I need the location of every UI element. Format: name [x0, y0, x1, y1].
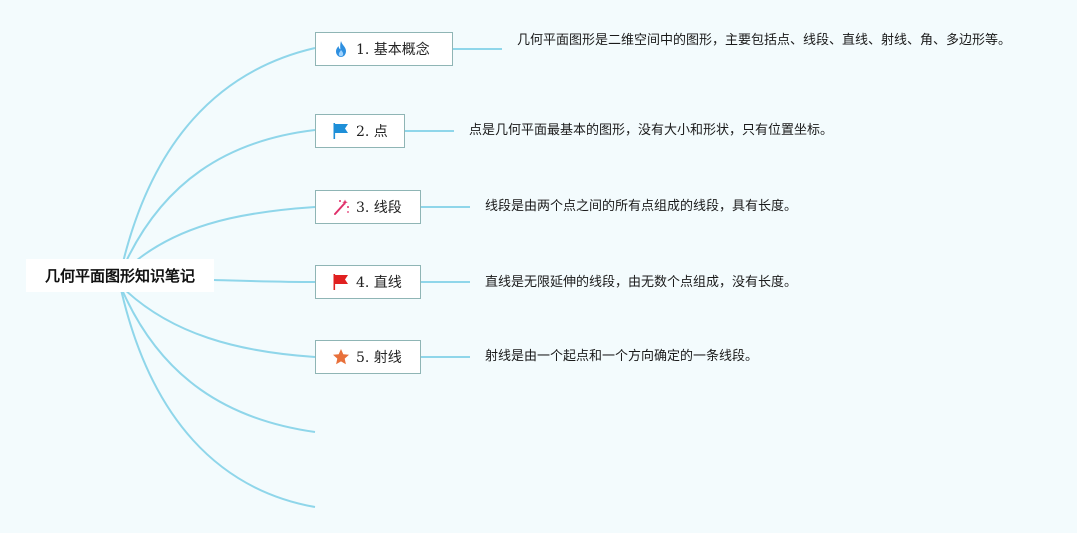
- topic-basic-concept[interactable]: 1. 基本概念: [315, 32, 453, 66]
- note-line-segment: 线段是由两个点之间的所有点组成的线段，具有长度。: [485, 199, 798, 214]
- branch-curve-4: [213, 279, 316, 283]
- topic-ray[interactable]: 5. 射线: [315, 340, 421, 374]
- star-icon: [332, 348, 350, 366]
- fire-icon: [332, 40, 350, 58]
- topic-label: 1. 基本概念: [356, 42, 430, 58]
- branch-curve-1: [119, 47, 316, 276]
- branch-curve-6: [119, 284, 316, 433]
- topic-label: 3. 线段: [356, 200, 402, 216]
- topic-label: 2. 点: [356, 124, 388, 140]
- topic-label: 4. 直线: [356, 275, 402, 291]
- note-point: 点是几何平面最基本的图形，没有大小和形状，只有位置坐标。: [469, 123, 834, 138]
- magic-wand-icon: [332, 198, 350, 216]
- topic-line-segment[interactable]: 3. 线段: [315, 190, 421, 224]
- topic-label: 5. 射线: [356, 350, 402, 366]
- branch-curve-5: [119, 284, 316, 358]
- red-flag-icon: [332, 273, 350, 291]
- topic-line[interactable]: 4. 直线: [315, 265, 421, 299]
- note-basic-concept: 几何平面图形是二维空间中的图形，主要包括点、线段、直线、射线、角、多边形等。: [517, 33, 1012, 48]
- topic-point[interactable]: 2. 点: [315, 114, 405, 148]
- branch-curve-7: [119, 284, 316, 508]
- branch-curve-3: [119, 206, 316, 276]
- note-line: 直线是无限延伸的线段，由无数个点组成，没有长度。: [485, 275, 798, 290]
- branch-curve-2: [119, 129, 316, 276]
- central-topic[interactable]: 几何平面图形知识笔记: [26, 259, 214, 292]
- note-ray: 射线是由一个起点和一个方向确定的一条线段。: [485, 349, 759, 364]
- central-topic-label: 几何平面图形知识笔记: [44, 267, 195, 285]
- blue-flag-icon: [332, 122, 350, 140]
